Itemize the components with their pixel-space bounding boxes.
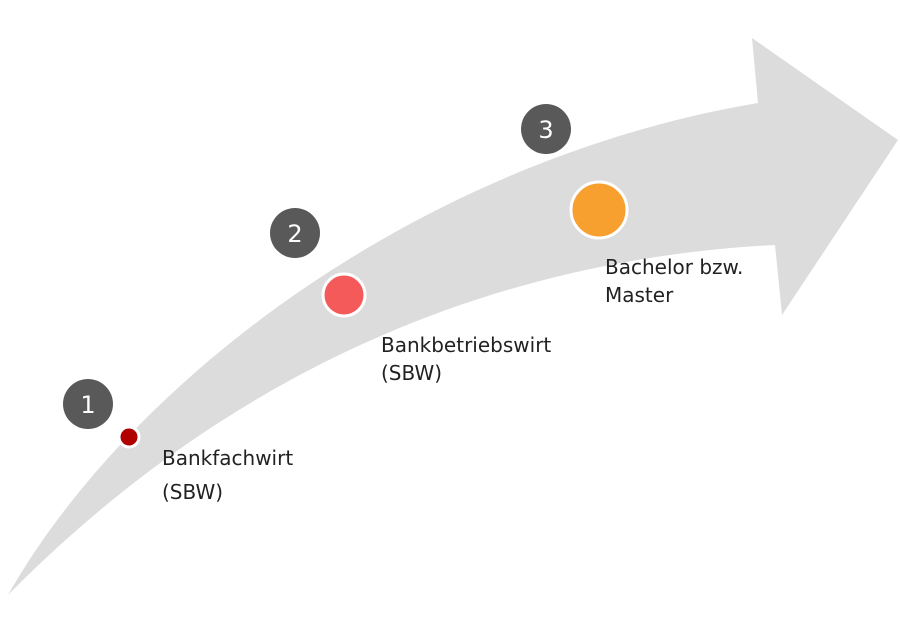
step-3-badge: 3 — [521, 104, 571, 154]
step-2-badge: 2 — [270, 208, 320, 258]
step-2-label: Bankbetriebswirt (SBW) — [381, 331, 551, 387]
step-3-label-line1: Bachelor bzw. — [605, 255, 744, 279]
step-2-label-line2: (SBW) — [381, 361, 443, 385]
step-3-label-line2: Master — [605, 283, 674, 307]
step-2-dot — [321, 272, 367, 318]
step-3-number: 3 — [538, 116, 553, 144]
step-1-number: 1 — [80, 391, 95, 419]
step-1-label-line2: (SBW) — [162, 480, 224, 504]
step-2-number: 2 — [287, 220, 302, 248]
step-1-label: Bankfachwirt (SBW) — [162, 441, 293, 509]
step-1-badge: 1 — [63, 379, 113, 429]
growth-arrow — [8, 38, 898, 595]
step-1-dot — [117, 425, 141, 449]
step-1-label-line1: Bankfachwirt — [162, 446, 294, 470]
step-3-label: Bachelor bzw. Master — [605, 253, 743, 309]
step-3-dot — [569, 180, 629, 240]
step-2-label-line1: Bankbetriebswirt — [381, 333, 552, 357]
